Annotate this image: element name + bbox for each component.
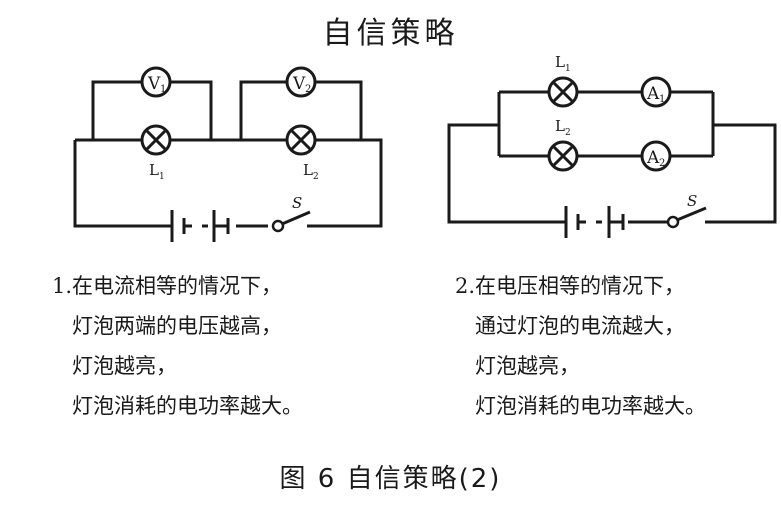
circuit-1-lamp-1: L 1 bbox=[140, 124, 172, 182]
voltmeter-1-subscript: 1 bbox=[160, 84, 166, 95]
note-2-line-4: 灯泡消耗的电功率越大。 bbox=[475, 394, 706, 418]
circuit-2-switch: S bbox=[666, 192, 707, 229]
ammeter-2-label: A bbox=[646, 148, 660, 168]
voltmeter-1-label: V bbox=[147, 74, 161, 94]
circuit-2-lamp-2-subscript: 2 bbox=[565, 128, 571, 138]
lamp-1-subscript: 1 bbox=[159, 172, 165, 182]
note-1-line-1: 1.在电流相等的情况下， bbox=[52, 274, 283, 298]
voltmeter-2-subscript: 2 bbox=[305, 84, 311, 95]
note-1-line-2: 灯泡两端的电压越高， bbox=[72, 314, 282, 338]
circuit-2-ammeter-1: A 1 bbox=[640, 76, 672, 108]
circuit-1-battery bbox=[170, 210, 230, 242]
circuit-2-lamp-1-label: L bbox=[555, 53, 565, 71]
ammeter-1-label: A bbox=[646, 84, 660, 104]
circuit-1-voltmeter-1: V 1 bbox=[140, 66, 172, 98]
circuit-1-lamp-2: L 2 bbox=[285, 124, 319, 182]
ammeter-1-subscript: 1 bbox=[659, 94, 665, 105]
circuit-2-lamp-1: L 1 bbox=[547, 53, 579, 108]
circuit-2-switch-label: S bbox=[687, 192, 697, 210]
figure-caption: 图 6 自信策略(2) bbox=[279, 464, 502, 494]
circuit-2-lamp-2: L 2 bbox=[547, 117, 579, 172]
voltmeter-2-label: V bbox=[292, 74, 306, 94]
circuit-2-main-loop bbox=[447, 123, 777, 224]
circuit-1-switch: S bbox=[271, 194, 311, 233]
circuit-2-lamp-2-label: L bbox=[555, 117, 565, 135]
circuit-2-parallel: S L 1 L 2 A 1 A 2 bbox=[447, 53, 777, 238]
note-parallel-circuit: 2.在电压相等的情况下， 通过灯泡的电流越大， 灯泡越亮， 灯泡消耗的电功率越大… bbox=[455, 266, 706, 426]
ammeter-2-subscript: 2 bbox=[659, 158, 665, 169]
circuit-1-series: S V 1 V 2 L 1 L 2 bbox=[73, 66, 383, 242]
note-1-line-4: 灯泡消耗的电功率越大。 bbox=[72, 394, 303, 418]
circuit-1-switch-label: S bbox=[292, 194, 302, 212]
note-1-line-3: 灯泡越亮， bbox=[72, 354, 177, 378]
note-2-line-1: 2.在电压相等的情况下， bbox=[455, 274, 686, 298]
circuit-2-branches bbox=[497, 90, 715, 158]
circuit-2-battery bbox=[564, 206, 625, 238]
lamp-1-label: L bbox=[149, 161, 159, 179]
lamp-2-label: L bbox=[303, 161, 313, 179]
circuit-1-main-loop bbox=[73, 138, 383, 228]
circuit-1-voltmeter-2: V 2 bbox=[285, 66, 317, 98]
lamp-2-subscript: 2 bbox=[313, 172, 319, 182]
note-2-line-3: 灯泡越亮， bbox=[475, 354, 580, 378]
note-series-circuit: 1.在电流相等的情况下， 灯泡两端的电压越高， 灯泡越亮， 灯泡消耗的电功率越大… bbox=[52, 266, 303, 426]
top-title: 自信策略 bbox=[322, 16, 459, 51]
circuit-2-ammeter-2: A 2 bbox=[640, 140, 672, 172]
circuit-2-lamp-1-subscript: 1 bbox=[565, 64, 571, 74]
note-2-line-2: 通过灯泡的电流越大， bbox=[475, 314, 685, 338]
